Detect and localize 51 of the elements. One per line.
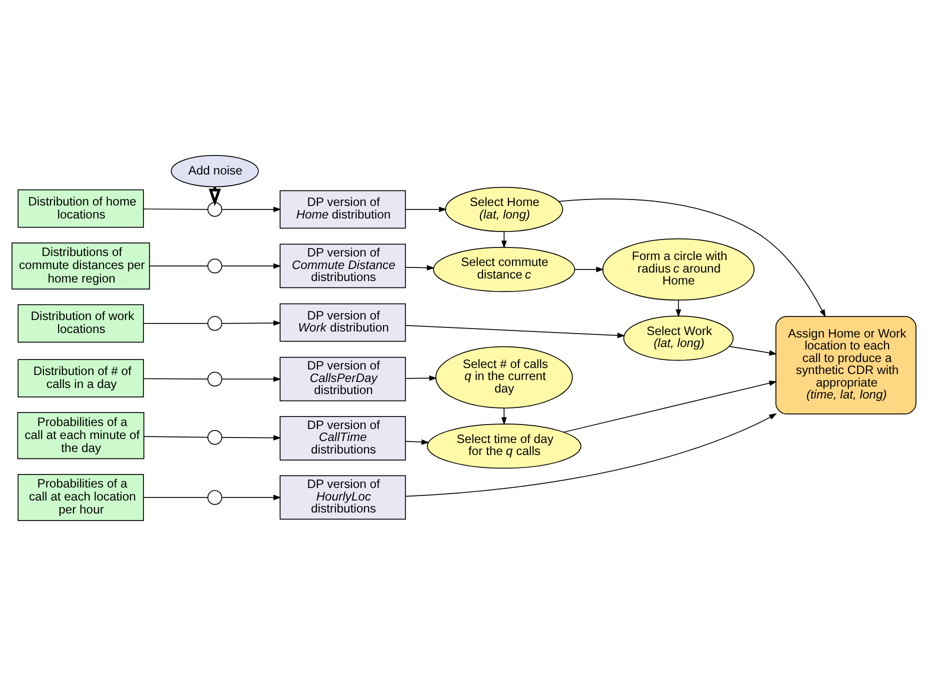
arrow (405, 412, 777, 496)
arrow (222, 494, 282, 500)
node-circle (207, 430, 222, 444)
connector (149, 265, 208, 266)
connector (143, 208, 208, 210)
node-box: DP version of Commute Distance distributions (280, 243, 406, 288)
arrow (501, 230, 507, 248)
arrow (222, 262, 282, 268)
node-box: Probabilities of a call at each location per hour (18, 473, 144, 520)
node-ellipse: Form a circle with radius c around Home (602, 238, 755, 300)
arrow (405, 438, 430, 444)
node-ellipse: Select Work (lat, long) (623, 315, 734, 360)
connector (143, 322, 208, 324)
arrow (405, 264, 435, 270)
node-circle (207, 371, 222, 386)
arrow (405, 374, 438, 380)
arrow (222, 434, 282, 440)
connector (143, 436, 208, 438)
node-box: DP version of HourlyLoc distributions (280, 474, 406, 520)
node-ellipse: Select # of calls q in the current day (435, 346, 573, 408)
node-circle (207, 202, 222, 216)
arrow (501, 407, 507, 425)
node-ellipse: Add noise (170, 154, 259, 187)
node-box: Distributions of commute distances per home region (12, 242, 150, 289)
node-circle (207, 490, 222, 504)
node-box: DP version of CallTime distributions (280, 416, 406, 460)
node-box: DP version of Work distribution (280, 302, 406, 342)
node-box: Distribution of home locations (18, 188, 144, 228)
arrow (405, 206, 447, 212)
node-box: DP version of CallsPerDay distribution (280, 356, 406, 401)
arrow (222, 376, 282, 382)
arrow (222, 320, 282, 326)
arrow (574, 266, 604, 272)
node-circle (207, 316, 222, 330)
node-box: Distribution of work locations (18, 304, 144, 342)
arrow (222, 206, 282, 212)
node-box: Distribution of # of calls in a day (18, 358, 144, 397)
node-circle (207, 258, 222, 273)
node-box: Assign Home or Work location to each call to produce a synthetic CDR with appropriate (time, lat, long) (775, 316, 916, 414)
node-ellipse: Select time of day for the q calls (426, 423, 582, 468)
arrow (729, 345, 778, 356)
connector (143, 496, 208, 498)
node-ellipse: Select Home (lat, long) (445, 186, 564, 232)
connector (143, 378, 208, 379)
node-box: DP version of Home distribution (280, 190, 406, 228)
node-ellipse: Select commute distance c (433, 246, 576, 292)
arrow (676, 299, 682, 317)
arrow (563, 380, 778, 432)
node-box: Probabilities of a call at each minute of the day (17, 412, 144, 459)
arrow (558, 198, 826, 317)
arrow (405, 324, 626, 338)
